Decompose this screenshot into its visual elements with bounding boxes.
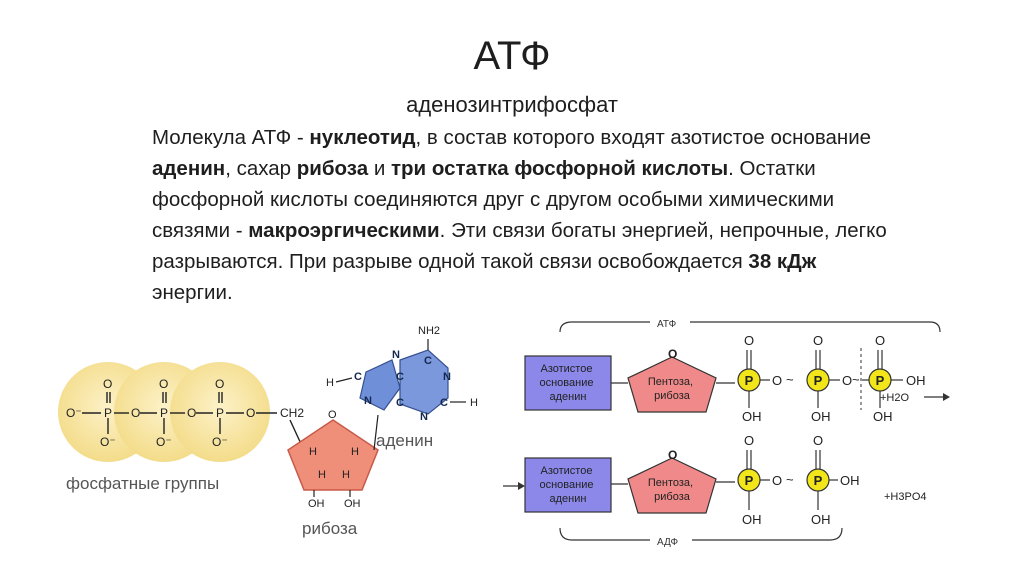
atom-label: C <box>396 397 404 409</box>
atom-label: O <box>215 377 224 391</box>
paragraph-text: и <box>368 157 391 180</box>
top-oxygen: O <box>744 433 754 448</box>
atom-label: O⁻ <box>156 435 172 449</box>
atom-label: H <box>342 469 350 481</box>
atom-label: C <box>424 355 432 367</box>
amine-group: NH2 <box>418 325 440 337</box>
paragraph-text: , сахар <box>225 157 297 180</box>
paragraph-text: , в состав которого входят азотистое осн… <box>415 126 872 149</box>
slide-title: АТФ <box>473 34 551 78</box>
ring-oxygen: O <box>668 347 677 361</box>
phosphoric-acid-label: +H3PO4 <box>884 491 927 503</box>
atom-label: H <box>351 446 359 458</box>
bridge-oxygen: O <box>842 373 852 388</box>
atom-label: C <box>354 371 362 383</box>
atom-label: N <box>392 349 400 361</box>
atom-label: N <box>420 411 428 423</box>
slide-subtitle: аденозинтрифосфат <box>406 92 618 117</box>
atom-label: N <box>364 395 372 407</box>
adenine-label: аденин <box>376 431 433 450</box>
nitrogenous-base-box <box>524 457 612 513</box>
macroergic-bond: ~ <box>786 372 794 387</box>
bottom-hydroxyl: OH <box>811 409 831 424</box>
p-atom: P <box>745 473 754 488</box>
atom-label: O <box>246 406 255 420</box>
pentose-text: Пентоза, рибоза <box>648 376 696 402</box>
atom-label: O⁻ <box>66 406 82 420</box>
atom-label: H <box>309 446 317 458</box>
atom-label: O <box>131 406 140 420</box>
ring-oxygen: O <box>668 448 677 462</box>
paragraph-text: энергии. <box>152 281 233 304</box>
p-atom: P <box>814 373 823 388</box>
atom-label: P <box>104 406 112 420</box>
pentose-pentagon <box>627 356 717 413</box>
emphasis-term: нуклеотид <box>309 126 416 149</box>
top-oxygen: O <box>813 433 823 448</box>
paragraph-text: . Остатки фосфорной кислоты соединяются … <box>152 157 835 242</box>
p-atom: P <box>876 373 885 388</box>
base-box-text: Азотистое основание аденин <box>539 465 596 505</box>
top-oxygen: O <box>744 333 754 348</box>
bridge-oxygen: O <box>772 373 782 388</box>
atom-label: OH <box>308 498 325 510</box>
atom-label: OH <box>344 498 361 510</box>
nitrogenous-base-box <box>524 355 612 411</box>
bottom-hydroxyl: OH <box>742 409 762 424</box>
atom-label: P <box>160 406 168 420</box>
atom-label: O <box>187 406 196 420</box>
bridge-oxygen: O <box>772 473 782 488</box>
atom-label: O <box>159 377 168 391</box>
description-paragraph: Молекула АТФ - нуклеотид, в состав котор… <box>152 122 892 308</box>
atom-label: O <box>328 409 337 421</box>
ribose-ring <box>287 419 379 491</box>
pentose-pentagon <box>627 457 717 514</box>
atom-label: H <box>470 397 478 409</box>
pentose-text: Пентоза, рибоза <box>648 477 696 503</box>
macroergic-bond: ~ <box>786 472 794 487</box>
bottom-hydroxyl: OH <box>873 409 893 424</box>
water-label: +H2O <box>880 392 909 404</box>
phosphate-group-circle <box>170 362 270 462</box>
base-box-text: Азотистое основание аденин <box>539 363 596 403</box>
emphasis-term: 38 кДж <box>748 250 817 273</box>
adenine-five-ring <box>359 359 401 411</box>
hydroxyl: OH <box>840 473 860 488</box>
phosphate-groups-label: фосфатные группы <box>66 474 219 493</box>
p-atom: P <box>745 373 754 388</box>
bottom-hydroxyl: OH <box>742 512 762 527</box>
ribose-label: рибоза <box>302 519 358 538</box>
paragraph-text: Молекула АТФ - <box>152 126 310 149</box>
atom-label: N <box>443 371 451 383</box>
top-oxygen: O <box>875 333 885 348</box>
atom-label: C <box>396 371 404 383</box>
hydroxyl: OH <box>906 373 926 388</box>
atom-label: O <box>103 377 112 391</box>
top-oxygen: O <box>813 333 823 348</box>
atom-label: O⁻ <box>100 435 116 449</box>
bottom-hydroxyl: OH <box>811 512 831 527</box>
atom-label: P <box>216 406 224 420</box>
atom-label: H <box>326 377 334 389</box>
atom-label: O⁻ <box>212 435 228 449</box>
atp-brace-label: АТФ <box>657 319 677 330</box>
emphasis-term: три остатка фосфорной кислоты <box>390 157 729 180</box>
emphasis-term: рибоза <box>296 157 369 180</box>
adp-brace-label: АДФ <box>657 537 679 548</box>
atom-label: H <box>318 469 326 481</box>
atom-label: C <box>440 397 448 409</box>
paragraph-text: . Эти связи богаты энергией, непрочные, … <box>152 219 887 273</box>
atom-label: CH2 <box>280 406 304 420</box>
emphasis-term: макроэргическими <box>248 219 440 242</box>
emphasis-term: аденин <box>152 157 226 180</box>
macroergic-bond: ~ <box>852 372 860 387</box>
p-atom: P <box>814 473 823 488</box>
